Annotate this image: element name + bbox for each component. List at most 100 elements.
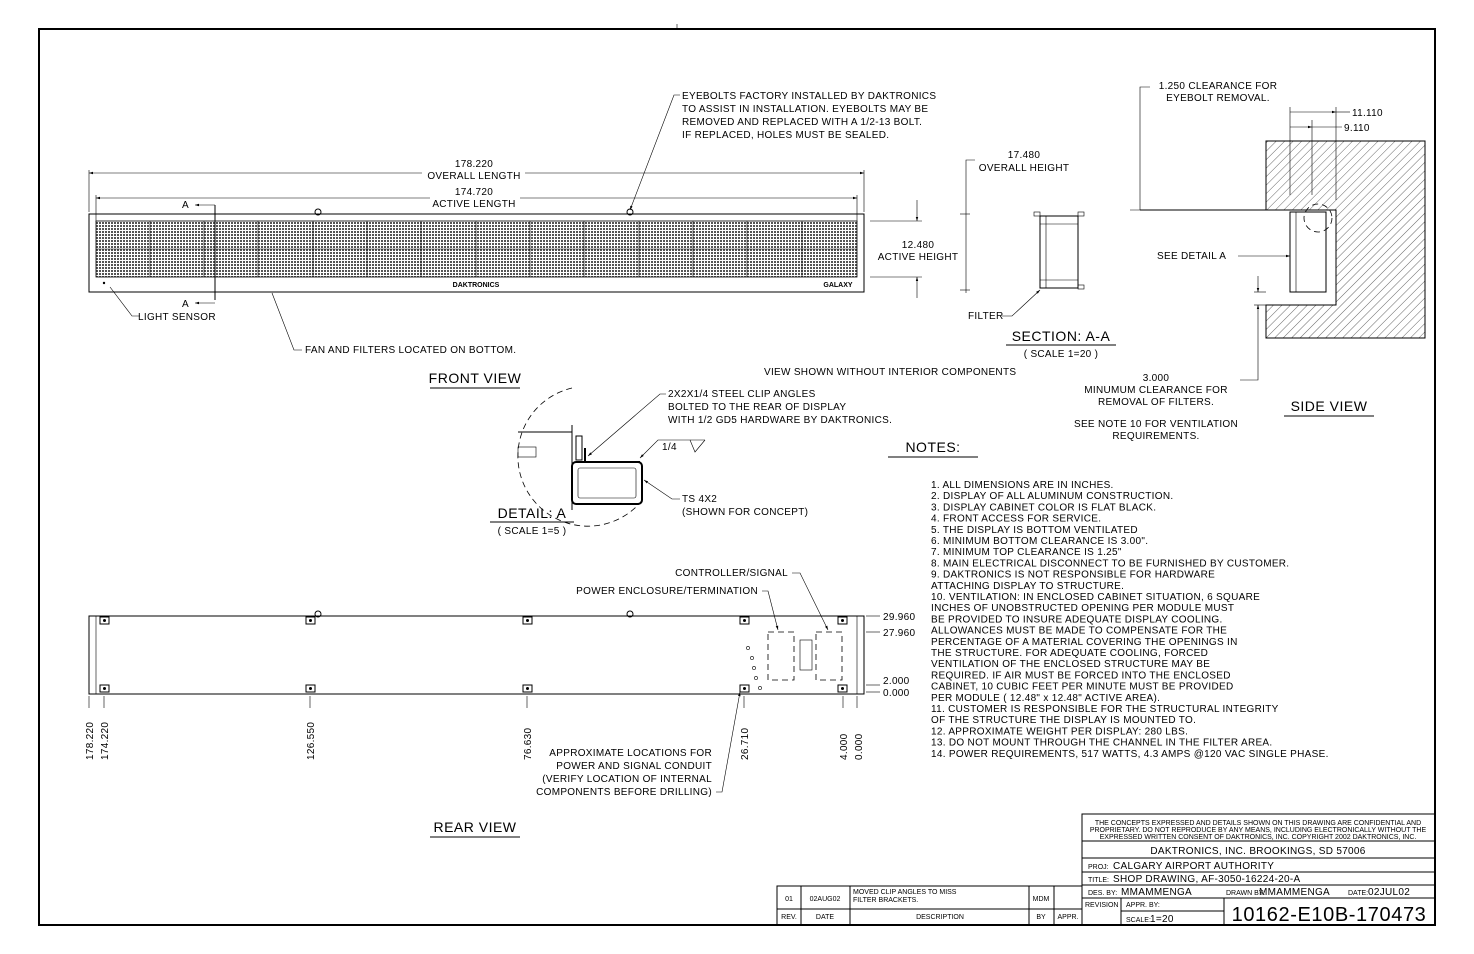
revision-table: 01 02AUG02 MOVED CLIP ANGLES TO MISS FIL… <box>776 885 1083 926</box>
active-length-label: ACTIVE LENGTH <box>432 199 515 210</box>
scale-label: SCALE: <box>1126 917 1151 924</box>
dim-4000: 4.000 <box>839 733 850 760</box>
note-line: 13. DO NOT MOUNT THROUGH THE CHANNEL IN … <box>931 738 1272 749</box>
rear-view-title: REAR VIEW <box>433 819 516 835</box>
rear-cabinet <box>88 615 865 695</box>
conduit-note-1: APPROXIMATE LOCATIONS FOR <box>549 748 712 759</box>
note-line: VENTILATION OF THE ENCLOSED STRUCTURE MA… <box>931 659 1210 670</box>
note-line: CABINET, 10 CUBIC FEET PER MINUTE MUST B… <box>931 682 1233 693</box>
sheet-border <box>38 28 1436 926</box>
note-line: 3. DISPLAY CABINET COLOR IS FLAT BLACK. <box>931 502 1156 513</box>
section-marker-top: A <box>182 200 189 211</box>
clip-angles-1: 2X2X1/4 STEEL CLIP ANGLES <box>668 389 816 400</box>
note-line: 8. MAIN ELECTRICAL DISCONNECT TO BE FURN… <box>931 558 1289 569</box>
scale-value: 1=20 <box>1150 914 1174 925</box>
eyebolt-clearance-2: EYEBOLT REMOVAL. <box>1166 93 1270 104</box>
note-line: 12. APPROXIMATE WEIGHT PER DISPLAY: 280 … <box>931 726 1188 737</box>
active-height-value: 12.480 <box>902 240 935 251</box>
rear-clip-angles <box>99 616 848 693</box>
note-line: ATTACHING DISPLAY TO STRUCTURE. <box>931 581 1124 592</box>
dim-9110: 9.110 <box>1344 123 1370 134</box>
rev-by: MDM <box>1033 896 1050 903</box>
note-line: 11. CUSTOMER IS RESPONSIBLE FOR THE STRU… <box>931 704 1279 715</box>
tube-steel <box>571 461 643 505</box>
dim-2000: 2.000 <box>883 676 910 687</box>
rev-header-appr: APPR. <box>1057 914 1078 921</box>
conduit-note-2: POWER AND SIGNAL CONDUIT <box>556 761 712 772</box>
dim-11110: 11.110 <box>1352 108 1383 119</box>
eyebolt-right <box>626 208 634 216</box>
tube-label-2: (SHOWN FOR CONCEPT) <box>682 507 808 518</box>
dim-178220: 178.220 <box>85 722 96 760</box>
note-line: INCHES OF UNOBSTRUCTED OPENING PER MODUL… <box>931 603 1234 614</box>
note-line: THE STRUCTURE. FOR ADEQUATE COOLING, FOR… <box>931 648 1208 659</box>
detail-a: 2X2X1/4 STEEL CLIP ANGLES BOLTED TO THE … <box>490 387 892 537</box>
note-line: 2. DISPLAY OF ALL ALUMINUM CONSTRUCTION. <box>931 491 1173 502</box>
project-name: CALGARY AIRPORT AUTHORITY <box>1113 861 1274 872</box>
tube-label-1: TS 4X2 <box>682 494 717 505</box>
side-view: 1.250 CLEARANCE FOR EYEBOLT REMOVAL. 11.… <box>1074 81 1426 442</box>
section-marker-bottom: A <box>182 299 189 310</box>
company-line: DAKTRONICS, INC. BROOKINGS, SD 57006 <box>1150 846 1365 857</box>
conduit-note-3: (VERIFY LOCATION OF INTERNAL <box>542 774 712 785</box>
side-view-title: SIDE VIEW <box>1291 398 1368 414</box>
note-line: 5. THE DISPLAY IS BOTTOM VENTILATED <box>931 525 1138 536</box>
clip-angles-2: BOLTED TO THE REAR OF DISPLAY <box>668 402 846 413</box>
conduit-note-4: COMPONENTS BEFORE DRILLING) <box>536 787 712 798</box>
note-line: 6. MINIMUM BOTTOM CLEARANCE IS 3.00". <box>931 536 1148 547</box>
title-label: TITLE: <box>1088 877 1109 884</box>
overall-height-value: 17.480 <box>1008 150 1041 161</box>
overall-height-label: OVERALL HEIGHT <box>979 163 1070 174</box>
controller-label: CONTROLLER/SIGNAL <box>675 568 788 579</box>
active-height-label: ACTIVE HEIGHT <box>878 252 959 263</box>
drawing-number: 10162-E10B-170473 <box>1232 904 1427 926</box>
weld-symbol: 1/4 <box>662 442 677 453</box>
confidential-2: PROPRIETARY. DO NOT REPRODUCE BY ANY MEA… <box>1090 827 1427 834</box>
note-line: 9. DAKTRONICS IS NOT RESPONSIBLE FOR HAR… <box>931 570 1215 581</box>
rev-number: 01 <box>785 896 793 903</box>
designer: MMAMMENGA <box>1121 887 1192 898</box>
eyebolt-clearance-1: 1.250 CLEARANCE FOR <box>1159 81 1278 92</box>
controller-outline <box>815 631 843 681</box>
eyebolt-left <box>314 208 322 216</box>
rev-header-description: DESCRIPTION <box>916 914 964 921</box>
proj-label: PROJ: <box>1088 864 1109 871</box>
drawing-date: 02JUL02 <box>1368 887 1410 898</box>
eyebolt-note-2: TO ASSIST IN INSTALLATION. EYEBOLTS MAY … <box>682 104 928 115</box>
drawn-label: DRAWN BY: <box>1226 890 1265 897</box>
filter-clearance-1: 3.000 <box>1143 373 1170 384</box>
notes-block: NOTES: 1. ALL DIMENSIONS ARE IN INCHES.2… <box>888 439 1329 760</box>
power-enclosure-outline <box>767 631 795 681</box>
overall-length-value: 178.220 <box>455 159 493 170</box>
light-sensor-dot <box>102 281 106 285</box>
appr-label: APPR. BY: <box>1126 902 1160 909</box>
section-scale: ( SCALE 1=20 ) <box>1024 349 1099 360</box>
rev-header-by: BY <box>1036 914 1046 921</box>
rev-desc-2: FILTER BRACKETS. <box>853 897 918 904</box>
note-line: REQUIRED. IF AIR MUST BE FORCED INTO THE… <box>931 670 1231 681</box>
notes-lines: 1. ALL DIMENSIONS ARE IN INCHES.2. DISPL… <box>931 480 1329 760</box>
power-enclosure-label: POWER ENCLOSURE/TERMINATION <box>576 586 758 597</box>
note-line: 10. VENTILATION: IN ENCLOSED CABINET SIT… <box>931 592 1260 603</box>
note-line: OF THE STRUCTURE THE DISPLAY IS MOUNTED … <box>931 715 1196 726</box>
dim-27960: 27.960 <box>883 628 916 639</box>
view-note: VIEW SHOWN WITHOUT INTERIOR COMPONENTS <box>764 367 1016 378</box>
rev-date: 02AUG02 <box>810 896 841 903</box>
detail-a-circle-side <box>1303 203 1333 233</box>
note-line: 14. POWER REQUIREMENTS, 517 WATTS, 4.3 A… <box>931 749 1329 760</box>
note-line: PER MODULE ( 12.48" x 12.48" ACTIVE AREA… <box>931 693 1160 704</box>
note-line: PERCENTAGE OF A MATERIAL COVERING THE OP… <box>931 637 1238 648</box>
dim-26710: 26.710 <box>740 727 751 760</box>
des-label: DES. BY: <box>1088 890 1117 897</box>
drawing-title: SHOP DRAWING, AF-3050-16224-20-A <box>1113 874 1300 885</box>
rev-header-rev: REV. <box>781 914 797 921</box>
confidential-1: THE CONCEPTS EXPRESSED AND DETAILS SHOWN… <box>1095 820 1421 827</box>
dim-0000-right: 0.000 <box>883 688 910 699</box>
filter-clearance-2: MINUMUM CLEARANCE FOR <box>1084 385 1228 396</box>
eyebolt-note-1: EYEBOLTS FACTORY INSTALLED BY DAKTRONICS <box>682 91 936 102</box>
clip-angles-3: WITH 1/2 GD5 HARDWARE BY DAKTRONICS. <box>668 415 892 426</box>
section-title: SECTION: A-A <box>1012 328 1111 344</box>
detail-title: DETAIL: A <box>498 505 567 521</box>
see-note-1: SEE NOTE 10 FOR VENTILATION <box>1074 419 1238 430</box>
